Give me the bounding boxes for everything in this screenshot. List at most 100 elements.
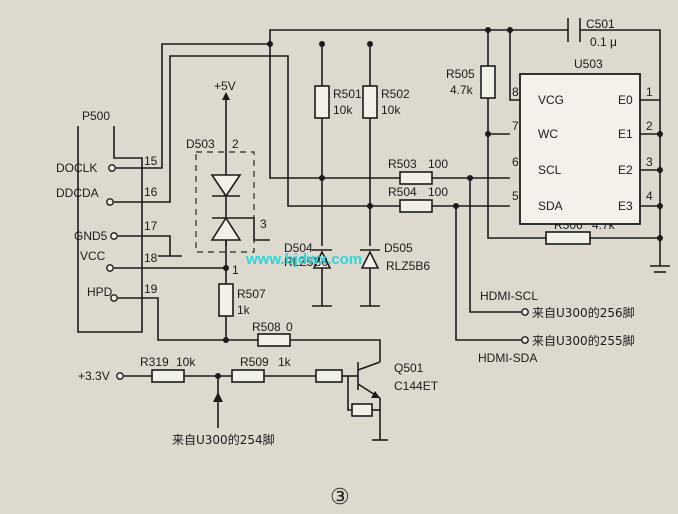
resistor-r509	[231, 369, 265, 383]
ic-pin-num: 4	[646, 189, 653, 203]
zener-d504	[312, 250, 332, 269]
junctions	[215, 27, 663, 379]
r503-ref: R503	[388, 157, 417, 171]
resistor-r501	[314, 85, 330, 119]
ic-pin-e1: E1	[618, 127, 633, 141]
pin-terminal	[106, 264, 114, 272]
wiring	[114, 29, 670, 441]
junction	[507, 27, 513, 33]
d505-type: RLZ5B6	[386, 259, 430, 273]
pin-label-vcc: VCC	[80, 249, 106, 263]
q501-type: C144ET	[394, 379, 439, 393]
r507-ref: R507	[237, 287, 266, 301]
zener-d505	[360, 250, 380, 269]
r501-value: 10k	[333, 103, 353, 117]
terminal-256	[521, 308, 529, 316]
d505-ref: D505	[384, 241, 413, 255]
r508-value: 0	[286, 320, 293, 334]
ic-pin-num: 2	[646, 119, 653, 133]
pin-label-doclk: DOCLK	[56, 161, 97, 175]
q501-ref: Q501	[394, 361, 424, 375]
zener-diodes: D504 RLZ5B6 D505 RLZ5B6	[284, 241, 430, 273]
junction	[319, 41, 325, 47]
capacitor-c501: C501 0.1 μ	[567, 17, 617, 49]
from-u300-255: 来自U300的255脚	[532, 333, 635, 348]
resistor-r508	[257, 333, 291, 347]
terminal-3v3	[116, 372, 124, 380]
d503-ref: D503	[186, 137, 215, 151]
emitter-arrow	[371, 391, 380, 398]
diode-array-d503: +5V D503 2 3 1	[186, 79, 267, 277]
ic-u503: U503 8 VCG 7 WC 6 SCL 5 SDA E0 1 E1 2 E2…	[512, 57, 653, 225]
diode-upper	[210, 174, 242, 198]
diode-lower	[210, 216, 242, 241]
junction	[657, 131, 663, 137]
resistor-r502	[362, 85, 378, 119]
d503-pin2: 2	[232, 137, 239, 151]
d503-pin1: 1	[232, 263, 239, 277]
ic-pin-sda: SDA	[538, 199, 563, 213]
pin-terminal	[108, 164, 116, 172]
r319-ref: R319	[140, 355, 169, 369]
resistor-r505	[480, 65, 496, 99]
ic-pin-scl: SCL	[538, 163, 562, 177]
r503-value: 100	[428, 157, 448, 171]
supply-arrow	[222, 92, 230, 100]
junction	[215, 373, 221, 379]
transistor-q501: Q501 C144ET	[357, 361, 439, 399]
pin-terminal	[110, 294, 118, 302]
d504-type: RLZ5B6	[284, 255, 328, 269]
u503-ref: U503	[574, 57, 603, 71]
pin-num: 16	[144, 185, 158, 199]
pin-label-hpd: HPD	[87, 285, 113, 299]
from-u300-254: 来自U300的254脚	[172, 432, 275, 447]
supply-5v-label: +5V	[214, 79, 236, 93]
pin-num: 17	[144, 219, 158, 233]
resistor-r506	[545, 231, 591, 245]
net-labels: HDMI-SCL 来自U300的256脚 来自U300的255脚 HDMI-SD…	[478, 289, 635, 365]
connector-p500: P500 DOCLK 15 DDCDA 16 GND5 17 VCC 18 HP…	[56, 109, 158, 333]
r509-ref: R509	[240, 355, 269, 369]
r501-ref: R501	[333, 87, 362, 101]
r504-ref: R504	[388, 185, 417, 199]
from-u300-256: 来自U300的256脚	[532, 305, 635, 320]
ic-pin-num: 6	[512, 155, 519, 169]
ic-pin-num: 8	[512, 85, 519, 99]
pin-num: 15	[144, 154, 158, 168]
pin-num: 18	[144, 251, 158, 265]
r508-ref: R508	[252, 320, 281, 334]
c501-ref: C501	[586, 17, 615, 31]
junction	[367, 41, 373, 47]
junction	[319, 175, 325, 181]
net-hdmi-scl: HDMI-SCL	[480, 289, 538, 303]
junction	[467, 175, 473, 181]
r505-value: 4.7k	[450, 83, 474, 97]
ic-pin-num: 1	[646, 85, 653, 99]
input-arrow-254	[213, 392, 223, 402]
figure-number: ③	[330, 485, 350, 510]
r509-value: 1k	[278, 355, 292, 369]
power-and-inputs: +3.3V 来自U300的254脚	[78, 369, 275, 447]
watermark: www.bjdwx.com	[245, 251, 362, 268]
r502-value: 10k	[381, 103, 401, 117]
r502-ref: R502	[381, 87, 410, 101]
d504-ref: D504	[284, 241, 313, 255]
junction	[453, 203, 459, 209]
ic-pin-e0: E0	[618, 93, 633, 107]
junction	[485, 131, 491, 137]
pin-label-gnd5: GND5	[74, 229, 108, 243]
r507-value: 1k	[237, 303, 251, 317]
ic-pin-wc: WC	[538, 127, 558, 141]
resistor-q501-base	[315, 369, 343, 383]
pin-terminal	[110, 232, 118, 240]
ic-body	[519, 73, 641, 225]
ic-pin-e3: E3	[618, 199, 633, 213]
resistors: R501 10k R502 10k R503 100 R504 100 R505…	[140, 65, 616, 417]
resistor-q501-be	[351, 403, 373, 417]
resistor-r319	[151, 369, 185, 383]
ic-pin-vcg: VCG	[538, 93, 564, 107]
connector-ref: P500	[82, 109, 110, 123]
ic-pin-num: 5	[512, 189, 519, 203]
